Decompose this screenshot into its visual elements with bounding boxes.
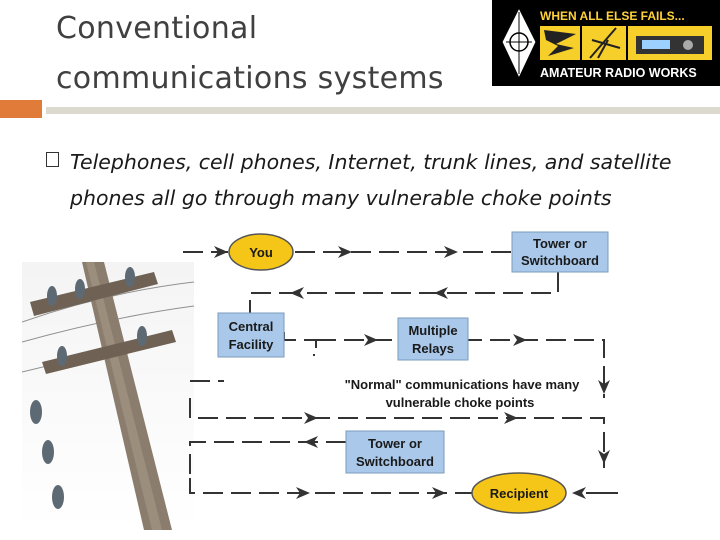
tower-switchboard-bottom-node: Tower or Switchboard — [346, 431, 444, 473]
logo-bottom-text: AMATEUR RADIO WORKS — [540, 66, 697, 80]
central-label-line1: Central — [229, 319, 274, 334]
title-rule-accent — [0, 100, 42, 118]
bullet-text: Telephones, cell phones, Internet, trunk… — [70, 144, 680, 216]
amateur-radio-logo: WHEN ALL ELSE FAILS... AMATEUR RADIO WOR… — [492, 0, 720, 86]
you-node: You — [229, 234, 293, 270]
tower-switchboard-top-node: Tower or Switchboard — [512, 232, 608, 272]
central-label-line2: Facility — [229, 337, 275, 352]
choke-point-note-line2: vulnerable choke points — [386, 395, 535, 410]
choke-point-note-line1: "Normal" communications have many — [345, 377, 581, 392]
relays-label-line2: Relays — [412, 341, 454, 356]
tower-bottom-label-line2: Switchboard — [356, 454, 434, 469]
communications-diagram: You Tower or Switchboard Central Facilit… — [180, 225, 630, 530]
central-facility-node: Central Facility — [218, 313, 284, 357]
relays-label-line1: Multiple — [408, 323, 457, 338]
slide-title: Conventional communications systems — [56, 4, 444, 104]
title-rule — [46, 107, 720, 114]
tower-top-label-line2: Switchboard — [521, 253, 599, 268]
logo-top-text: WHEN ALL ELSE FAILS... — [540, 9, 685, 23]
tower-bottom-label-line1: Tower or — [368, 436, 422, 451]
recipient-node: Recipient — [472, 473, 566, 513]
tower-top-label-line1: Tower or — [533, 236, 587, 251]
utility-pole-photo — [22, 262, 194, 530]
radio-icon — [636, 36, 704, 54]
slide-title-line2: communications systems — [56, 54, 444, 104]
you-label: You — [249, 245, 273, 260]
recipient-label: Recipient — [490, 486, 549, 501]
multiple-relays-node: Multiple Relays — [398, 318, 468, 360]
slide-title-line1: Conventional — [56, 4, 444, 54]
bullet-icon — [46, 152, 59, 167]
